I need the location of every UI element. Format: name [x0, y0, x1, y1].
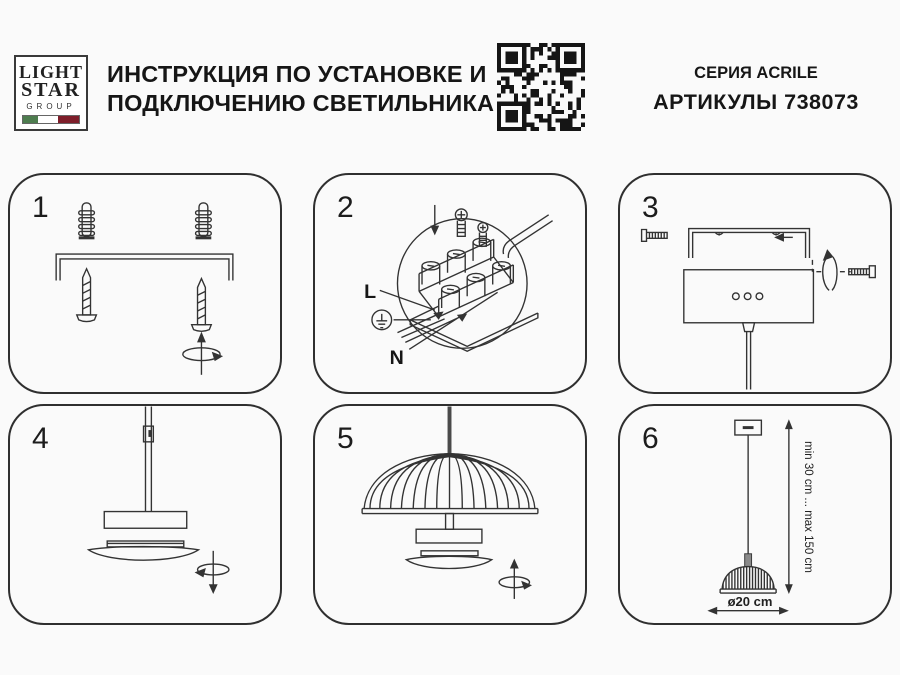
- flag-green: [23, 116, 38, 123]
- qr-code-icon: [497, 43, 585, 131]
- wall-plug-icon: [78, 202, 96, 240]
- glass-diffuser: [86, 545, 201, 561]
- article-number: АРТИКУЛЫ 738073: [653, 90, 859, 114]
- step-number: 6: [642, 422, 659, 455]
- rotate-down-arrow-icon: [194, 550, 230, 595]
- step-panel-1: 1: [8, 173, 282, 394]
- height-range-label: min 30 cm ... max 150 cm: [802, 441, 814, 573]
- terminal-screw-icon: [454, 208, 468, 238]
- suspension-cord: [741, 322, 756, 390]
- ribbed-shade-icon: [719, 565, 777, 594]
- italy-flag-stripe: [22, 115, 80, 124]
- step-panel-6: 6: [618, 404, 892, 625]
- terminal-block-icon: [409, 237, 539, 353]
- terminal-block-wiring-diagram: L N: [364, 204, 553, 369]
- diffuser-attachment-diagram: [86, 406, 230, 595]
- driver-box: [415, 528, 483, 544]
- shade-attachment-diagram: [361, 406, 539, 599]
- magnifier-circle: [396, 218, 528, 349]
- bolt-icon: [848, 265, 876, 279]
- live-label: L: [364, 281, 376, 303]
- step-panel-4: 4: [8, 404, 282, 625]
- supply-cable: [502, 214, 553, 259]
- mounting-bracket-icon: [55, 253, 234, 281]
- diameter-dimension-arrow: [707, 606, 789, 615]
- screw-icon: [190, 276, 213, 333]
- title-line-1: ИНСТРУКЦИЯ ПО УСТАНОВКЕ И: [107, 61, 487, 87]
- diameter-label: ø20 cm: [727, 594, 773, 609]
- ceiling-canopy-icon: [734, 419, 763, 436]
- driver-box: [103, 510, 188, 529]
- logo-word-group: GROUP: [26, 102, 76, 111]
- screw-icon: [75, 267, 98, 323]
- page-title: ИНСТРУКЦИЯ ПО УСТАНОВКЕ И ПОДКЛЮЧЕНИЮ СВ…: [107, 60, 494, 118]
- rotate-up-arrow-icon: [182, 331, 224, 375]
- ribbed-shade-icon: [361, 452, 539, 515]
- stem: [444, 512, 455, 530]
- ceiling-canopy-icon: [683, 269, 815, 324]
- pendant-dimensions-diagram: [707, 419, 793, 615]
- wires: [397, 291, 498, 350]
- cord-grip: [744, 553, 753, 568]
- rotate-arrow-icon: [822, 249, 838, 291]
- bolt-icon: [640, 228, 668, 242]
- step-panel-3: 3: [618, 173, 892, 394]
- earth-ground-symbol-icon: [371, 309, 393, 331]
- series-label: СЕРИЯ ACRILE: [694, 64, 818, 82]
- step-number: 1: [32, 191, 49, 224]
- diffuser-ring: [420, 550, 479, 557]
- live-leader-line: [379, 289, 436, 311]
- step-number: 2: [337, 191, 354, 224]
- step-number: 5: [337, 422, 354, 455]
- wall-plug-icon: [194, 202, 212, 240]
- rotate-up-arrow-icon: [498, 558, 532, 599]
- glass-diffuser: [404, 555, 494, 570]
- flag-white: [37, 116, 58, 123]
- height-dimension-arrow: [784, 419, 793, 595]
- step-number: 3: [642, 191, 659, 224]
- canopy-bracket-mounting-diagram: [640, 227, 876, 390]
- suspension-rod: [142, 406, 155, 512]
- logo-word-star: STAR: [21, 79, 81, 101]
- step-panel-5: 5: [313, 404, 587, 625]
- step-panel-2: 2: [313, 173, 587, 394]
- dowels-bracket-screws-diagram: [55, 202, 234, 375]
- slide-left-arrow-icon: [774, 232, 793, 242]
- flag-red: [57, 116, 79, 123]
- lightstar-logo: LIGHT STAR GROUP: [14, 55, 88, 131]
- insert-arrow-icon: [430, 204, 440, 236]
- title-line-2: ПОДКЛЮЧЕНИЮ СВЕТИЛЬНИКА: [107, 90, 495, 116]
- alignment-dashed-line: [811, 259, 851, 273]
- step-number: 4: [32, 422, 49, 455]
- mounting-bracket-icon: [688, 227, 811, 258]
- logo-word-light: LIGHT: [18, 62, 84, 82]
- neutral-label: N: [390, 347, 404, 369]
